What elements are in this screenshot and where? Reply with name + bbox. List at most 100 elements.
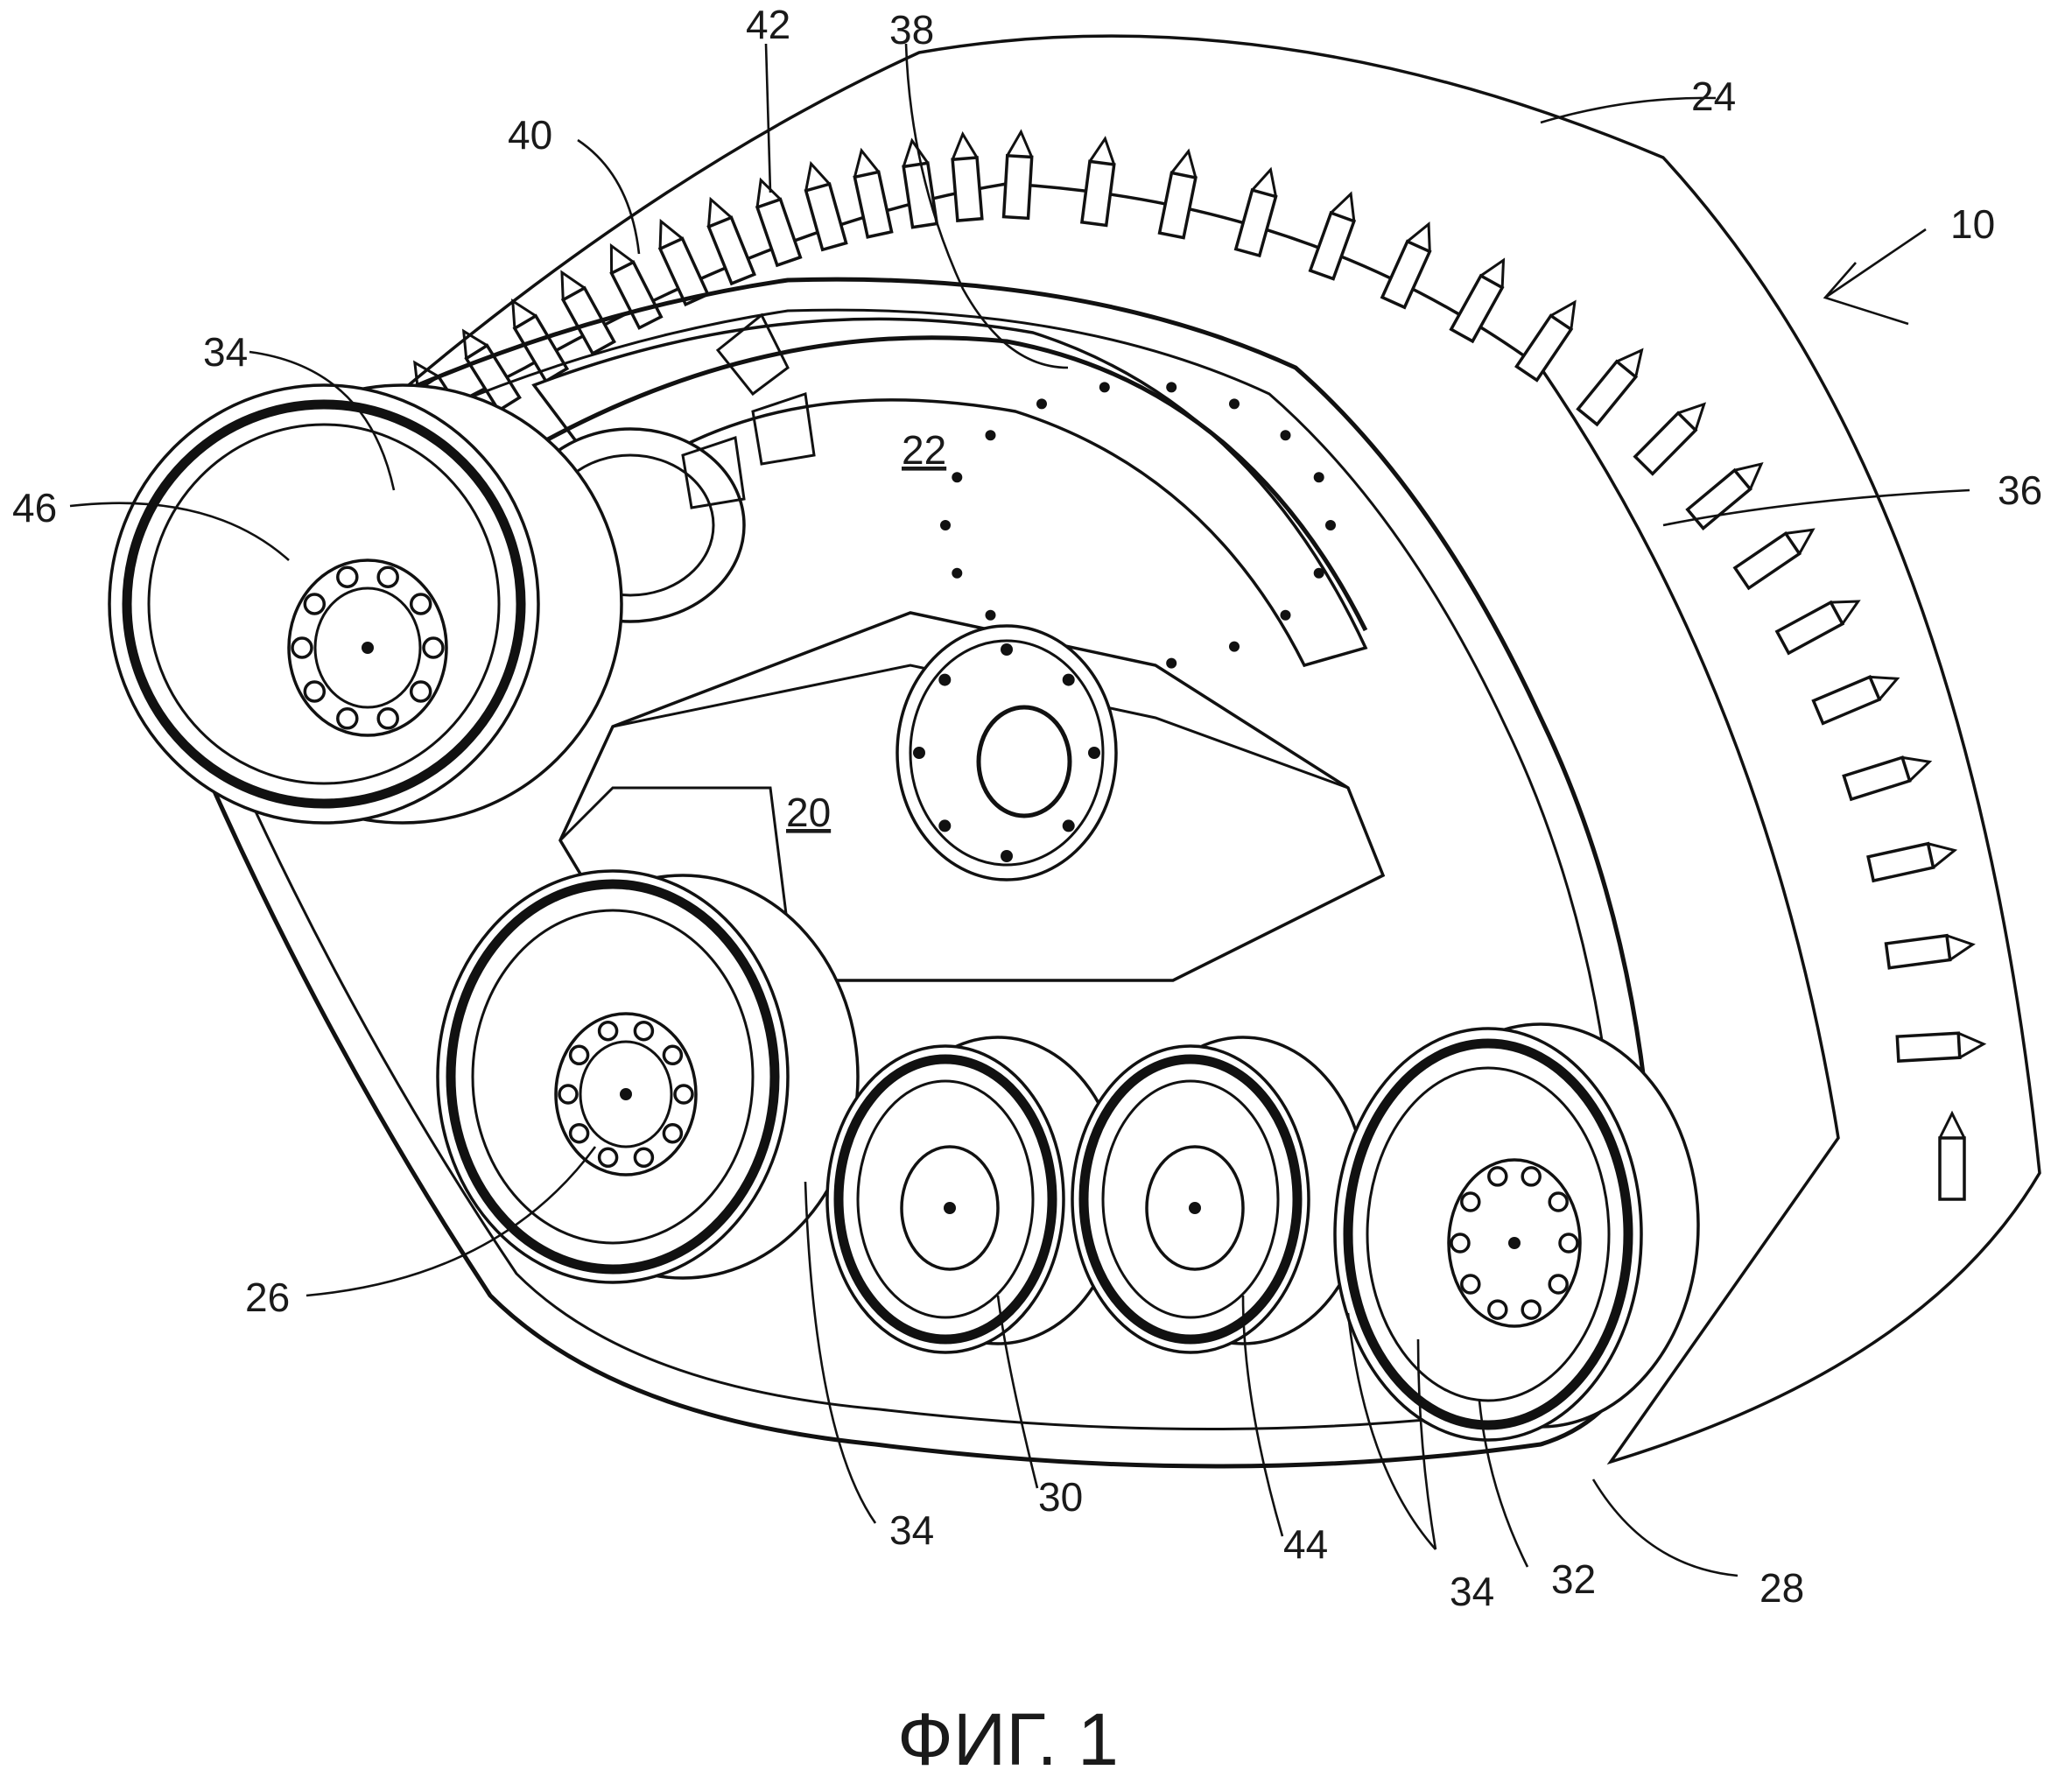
bolt-icon [1487,1299,1508,1320]
tread-lug-face [609,260,664,330]
bolt-icon [1036,398,1047,410]
bolt-icon [633,1020,655,1042]
bolt-icon [1460,1191,1481,1212]
bolt-icon [1280,430,1291,441]
tread-lug [706,196,756,286]
tread-lug-face [1079,159,1116,228]
bolt-icon [1166,382,1177,393]
bolt-icon [291,636,313,659]
tread-lug-face [1842,755,1912,802]
bolt-icon [568,1044,590,1066]
tread-lug-edge [1870,675,1900,701]
bolt-icon [1062,819,1075,832]
bolt-icon [336,707,359,730]
bolt-icon [1313,472,1324,483]
bolt-icon [938,819,952,832]
tread-lug-edge [1946,934,1976,961]
label-34-b: 34 [889,1507,934,1553]
tread-lug-face [755,197,803,268]
label-34-a: 34 [203,329,248,375]
tread-lug [511,298,570,383]
label-42: 42 [746,2,790,47]
bolt-icon [376,707,399,730]
tread-lug-edge [461,328,488,359]
tread-lug [1633,402,1707,476]
tread-lug [1576,348,1644,427]
tread-lug-edge [902,137,930,167]
tread-lug-face [1732,530,1802,591]
tread-lug [1233,166,1278,258]
tread-lug-face [1884,933,1952,970]
bolt-icon [633,1147,655,1169]
label-46: 46 [12,485,57,530]
bolt-icon [303,680,327,703]
label-28: 28 [1759,1565,1804,1611]
bolt-icon [597,1020,619,1042]
tread-lug-face [1938,1136,1966,1201]
tread-lug-edge [1938,1110,1966,1139]
bolt-icon [558,1084,579,1105]
tread-lug-face [1157,171,1198,240]
bolt-icon [952,567,963,579]
tread-lug [1895,1031,1987,1063]
tread-lug [609,242,664,330]
tread-lug [1380,221,1432,310]
bolt-icon [985,430,996,441]
bolt-icon [1548,1191,1569,1212]
front-upper-idler [108,383,623,825]
pivot-hub [896,624,1118,881]
tread-lug-face [1633,411,1698,476]
bolt-icon [940,520,951,530]
tread-lug-face [512,313,570,383]
tread-lug-face [1380,239,1432,310]
tread-lug-edge [755,177,782,208]
tread-lug-edge [1330,191,1356,221]
tread-lug-edge [609,242,635,274]
tread-lug [657,218,710,307]
bolt-icon [952,472,963,483]
tread-lug-edge [1549,299,1577,330]
bolt-icon [376,565,399,588]
label-44: 44 [1283,1521,1328,1567]
tread-lug [853,147,894,239]
label-20: 20 [786,790,831,835]
front-idler-wheel [436,869,860,1284]
bolt-icon [409,680,432,703]
label-26: 26 [245,1275,290,1320]
tread-lug [1308,191,1357,281]
label-34-c: 34 [1450,1569,1494,1614]
tread-lug-edge [560,270,586,300]
tread-lug-face [1866,841,1935,883]
tread-lug [560,270,616,356]
tread-lug-edge [1088,136,1116,165]
bolt-icon [1099,382,1110,393]
tread-lug [951,130,984,222]
tread-lug-edge [1957,1031,1987,1059]
bolt-icon [303,593,327,615]
bolt-icon [1558,1233,1579,1254]
tread-lug [1866,841,1958,883]
tread-lug-edge [1928,842,1958,869]
bolt-icon [1521,1299,1542,1320]
bolt-icon [662,1044,684,1066]
mid-roller-1 [825,1036,1122,1354]
label-10: 10 [1950,201,1995,247]
bolt-icon [1088,747,1100,759]
bolt-icon [1001,850,1013,862]
bolt-icon [1229,641,1240,652]
tread-lug-edge [1830,600,1861,625]
tread-lug-face [853,170,894,239]
tread-lug-face [1576,359,1639,427]
tread-lug-edge [1251,166,1277,197]
drive-wheel-rim [488,335,1368,632]
plate-bolt-circle [940,382,1336,669]
tread-lug-edge [951,130,979,160]
bolt-icon [1487,1166,1508,1187]
tread-lug-face [657,236,710,307]
tread-lug [1449,257,1506,344]
tread-lug [1514,299,1577,383]
bolt-icon [985,609,996,621]
bolt-icon [1325,520,1336,530]
label-22: 22 [902,427,946,473]
